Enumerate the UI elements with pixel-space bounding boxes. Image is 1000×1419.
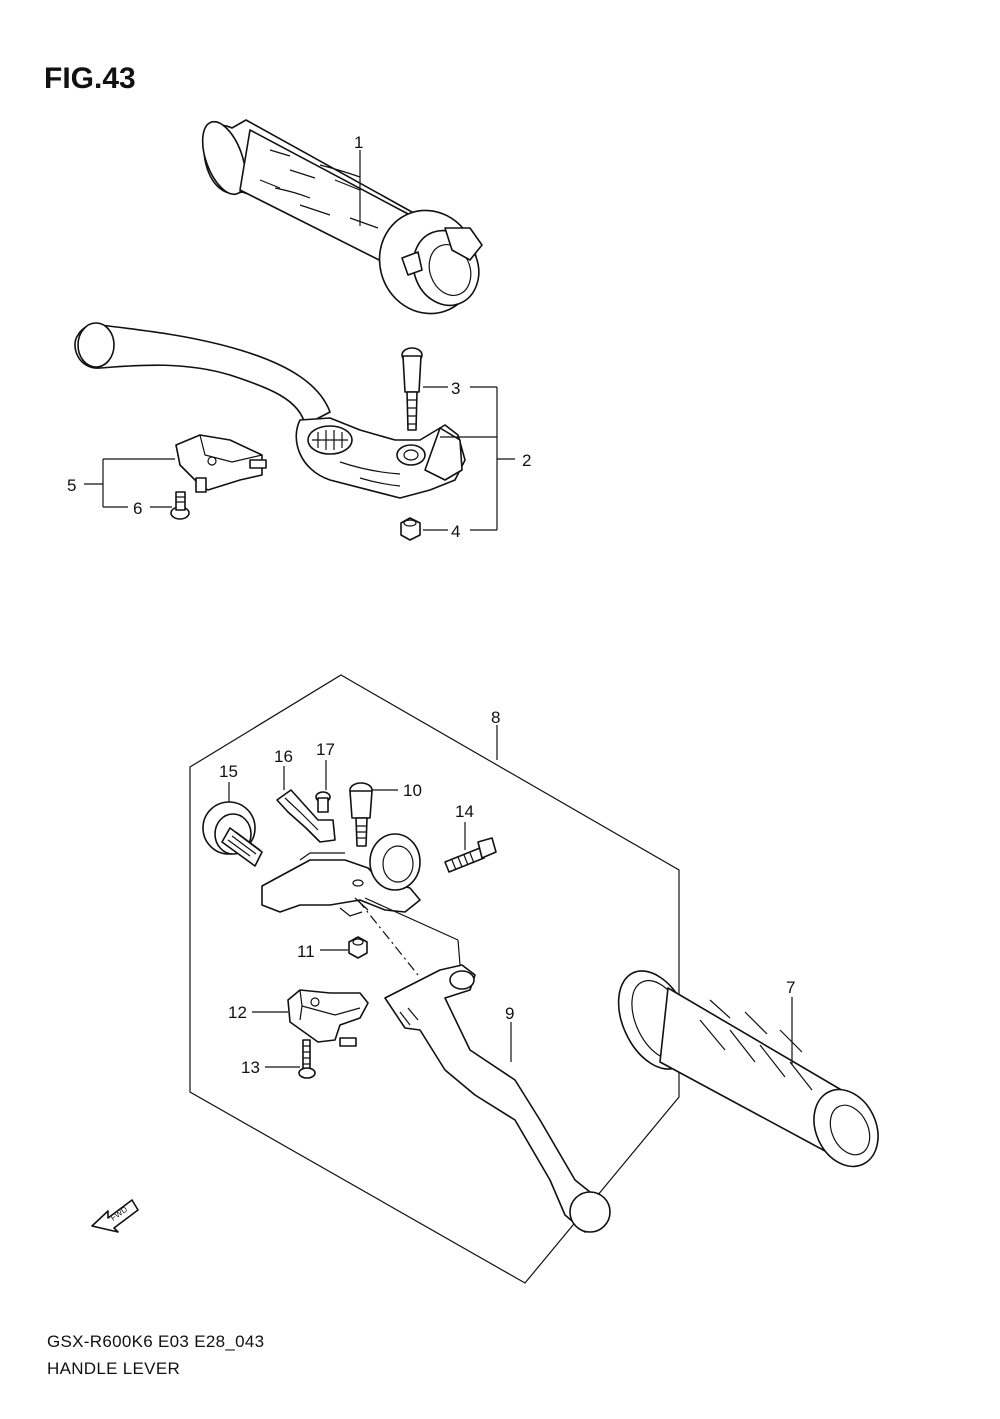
callout-4: 4 [451,522,460,541]
callout-9: 9 [505,1004,514,1023]
callout-8: 8 [491,708,500,727]
clutch-lever-part[interactable] [384,964,611,1233]
callout-17: 17 [316,740,335,759]
throttle-grip-part[interactable] [194,116,491,327]
callout-3: 3 [451,379,460,398]
bracket-screw-part[interactable] [315,791,331,813]
pivot-bolt-part[interactable] [401,347,423,431]
front-brake-lever-part[interactable] [74,322,466,499]
callout-6: 6 [133,499,142,518]
clutch-lever-holder-part[interactable] [261,833,421,917]
clutch-pivot-bolt-part[interactable] [349,782,373,847]
adjuster-part[interactable] [202,801,263,867]
forward-direction-arrow: FWD [91,1199,139,1233]
callout-10: 10 [403,781,422,800]
clutch-switch-screw-part[interactable] [298,1039,316,1079]
switch-screw-part[interactable] [170,491,190,520]
callout-5: 5 [67,476,76,495]
model-code: GSX-R600K6 E03 E28_043 [47,1332,265,1351]
clutch-lever-assembly-frame [189,674,680,1284]
callout-1: 1 [354,133,363,152]
callout-2: 2 [522,451,531,470]
clutch-nut-part[interactable] [348,936,368,959]
bracket-part[interactable] [276,789,336,843]
callout-14: 14 [455,802,474,821]
section-name: HANDLE LEVER [47,1359,181,1378]
nut-part[interactable] [400,517,421,541]
callout-lines-top [84,150,515,531]
callout-13: 13 [241,1058,260,1077]
callout-7: 7 [786,978,795,997]
callout-15: 15 [219,762,238,781]
handlebar-grip-part[interactable] [604,959,890,1177]
callout-12: 12 [228,1003,247,1022]
brake-switch-part[interactable] [175,434,267,493]
figure-title: FIG.43 [44,62,136,95]
clutch-switch-part[interactable] [287,989,369,1047]
callout-16: 16 [274,747,293,766]
callout-lines-bottom [228,760,793,1068]
projection-lines [357,897,461,976]
clamp-bolt-part[interactable] [444,837,497,873]
callout-11: 11 [297,942,315,961]
